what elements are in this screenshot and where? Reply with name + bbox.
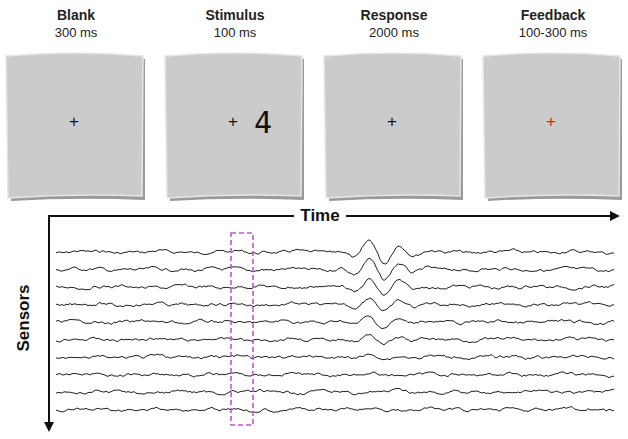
eeg-trace <box>56 298 614 311</box>
eeg-trace <box>56 354 614 360</box>
stimulus-window <box>231 233 253 425</box>
fixation-cross: + <box>228 112 238 132</box>
eeg-trace <box>56 372 614 378</box>
eeg-trace <box>56 279 614 296</box>
eeg-trace <box>56 316 614 329</box>
fixation-cross: + <box>387 112 397 132</box>
phase-title: Blank <box>57 7 95 23</box>
screen-frame: Response 2000 ms + <box>321 4 467 202</box>
fixation-cross: + <box>69 112 79 132</box>
phase-duration: 2000 ms <box>369 25 419 40</box>
screen-frame: Stimulus 100 ms +4 <box>162 4 308 202</box>
axis-label: Time <box>294 206 345 226</box>
phase-title: Stimulus <box>205 7 264 23</box>
phase-duration: 100-300 ms <box>519 25 588 40</box>
fixation-cross: + <box>546 112 556 132</box>
phase-duration: 300 ms <box>55 25 98 40</box>
eeg-trace <box>56 407 614 413</box>
phase-title: Response <box>361 7 428 23</box>
sensor-axis <box>48 215 50 430</box>
phase-duration: 100 ms <box>214 25 257 40</box>
axis-label: Sensors <box>14 278 34 357</box>
eeg-trace <box>56 334 614 344</box>
stimulus-digit: 4 <box>254 105 272 140</box>
phase-title: Feedback <box>521 7 586 23</box>
eeg-trace <box>56 240 614 264</box>
eeg-trace <box>56 388 614 395</box>
screen-frame: Feedback 100-300 ms + <box>480 4 626 202</box>
eeg-trace <box>56 259 614 281</box>
screen-frame: Blank 300 ms + <box>3 4 149 202</box>
eeg-traces <box>56 240 614 412</box>
